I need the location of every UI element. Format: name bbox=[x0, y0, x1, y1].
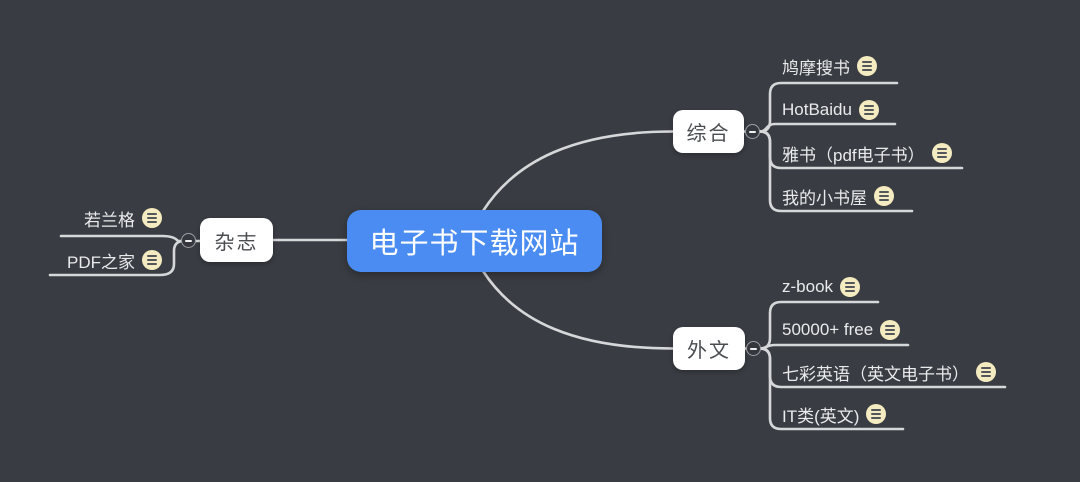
leaf-topic-jiumou-soushu[interactable]: 鸠摩搜书 bbox=[782, 53, 877, 79]
leaf-topic-50000-free[interactable]: 50000+ free bbox=[782, 317, 901, 343]
leaf-label: 我的小书屋 bbox=[782, 188, 867, 208]
notes-icon[interactable] bbox=[866, 404, 887, 424]
leaf-label: 50000+ free bbox=[782, 320, 874, 339]
collapse-minus-icon bbox=[749, 130, 756, 133]
leaf-topic-yashu[interactable]: 雅书（pdf电子书） bbox=[782, 140, 952, 166]
leaf-topic-hotbaidu[interactable]: HotBaidu bbox=[782, 97, 879, 123]
leaf-label: 鸠摩搜书 bbox=[782, 58, 850, 78]
connector-root-comprehensive bbox=[481, 130, 675, 213]
branch-topic-label: 杂志 bbox=[214, 231, 259, 254]
connector-comprehensive-child-4 bbox=[758, 130, 914, 213]
collapse-button-magazine[interactable] bbox=[181, 233, 196, 248]
leaf-topic-wode-xiaoshuwu[interactable]: 我的小书屋 bbox=[782, 183, 894, 209]
leaf-label: IT类(英文) bbox=[782, 406, 860, 426]
branch-topic-foreign[interactable]: 外文 bbox=[673, 327, 745, 370]
root-topic[interactable]: 电子书下载网站 bbox=[347, 210, 602, 272]
leaf-label: HotBaidu bbox=[782, 100, 852, 119]
connector-foreign-child-4 bbox=[758, 347, 905, 431]
notes-icon[interactable] bbox=[874, 186, 894, 206]
connector-root-foreign bbox=[481, 269, 675, 350]
connector-comprehensive-child-2 bbox=[758, 122, 897, 133]
leaf-label: PDF之家 bbox=[67, 252, 135, 272]
collapse-button-comprehensive[interactable] bbox=[745, 124, 760, 139]
branch-topic-comprehensive[interactable]: 综合 bbox=[673, 110, 744, 153]
collapse-button-foreign[interactable] bbox=[746, 341, 761, 356]
collapse-minus-icon bbox=[185, 239, 192, 242]
leaf-label: 七彩英语（英文电子书） bbox=[782, 364, 969, 384]
branch-topic-label: 外文 bbox=[687, 340, 731, 362]
branch-topic-label: 综合 bbox=[686, 123, 731, 145]
notes-icon[interactable] bbox=[858, 100, 879, 120]
notes-icon[interactable] bbox=[142, 250, 162, 270]
leaf-topic-zbook[interactable]: z-book bbox=[782, 274, 861, 300]
notes-icon[interactable] bbox=[880, 320, 901, 340]
leaf-label: 若兰格 bbox=[84, 210, 135, 230]
notes-icon[interactable] bbox=[976, 362, 996, 382]
leaf-topic-qicai-yingyu[interactable]: 七彩英语（英文电子书） bbox=[782, 359, 996, 385]
collapse-minus-icon bbox=[750, 347, 757, 350]
leaf-label: z-book bbox=[782, 277, 834, 296]
notes-icon[interactable] bbox=[142, 208, 162, 228]
leaf-topic-it-yingwen[interactable]: IT类(英文) bbox=[782, 401, 887, 427]
connector-foreign-child-2 bbox=[758, 343, 910, 350]
notes-icon[interactable] bbox=[931, 143, 952, 163]
leaf-label: 雅书（pdf电子书） bbox=[782, 145, 925, 165]
notes-icon[interactable] bbox=[857, 56, 877, 76]
connector-magazine-child-2 bbox=[48, 239, 186, 277]
leaf-topic-pdf-zhijia[interactable]: PDF之家 bbox=[67, 247, 162, 273]
connector-magazine-child-1 bbox=[59, 234, 184, 243]
leaf-topic-ruolange[interactable]: 若兰格 bbox=[84, 205, 162, 231]
branch-topic-magazine[interactable]: 杂志 bbox=[200, 218, 273, 262]
notes-icon[interactable] bbox=[840, 277, 861, 297]
root-topic-label: 电子书下载网站 bbox=[369, 228, 580, 260]
